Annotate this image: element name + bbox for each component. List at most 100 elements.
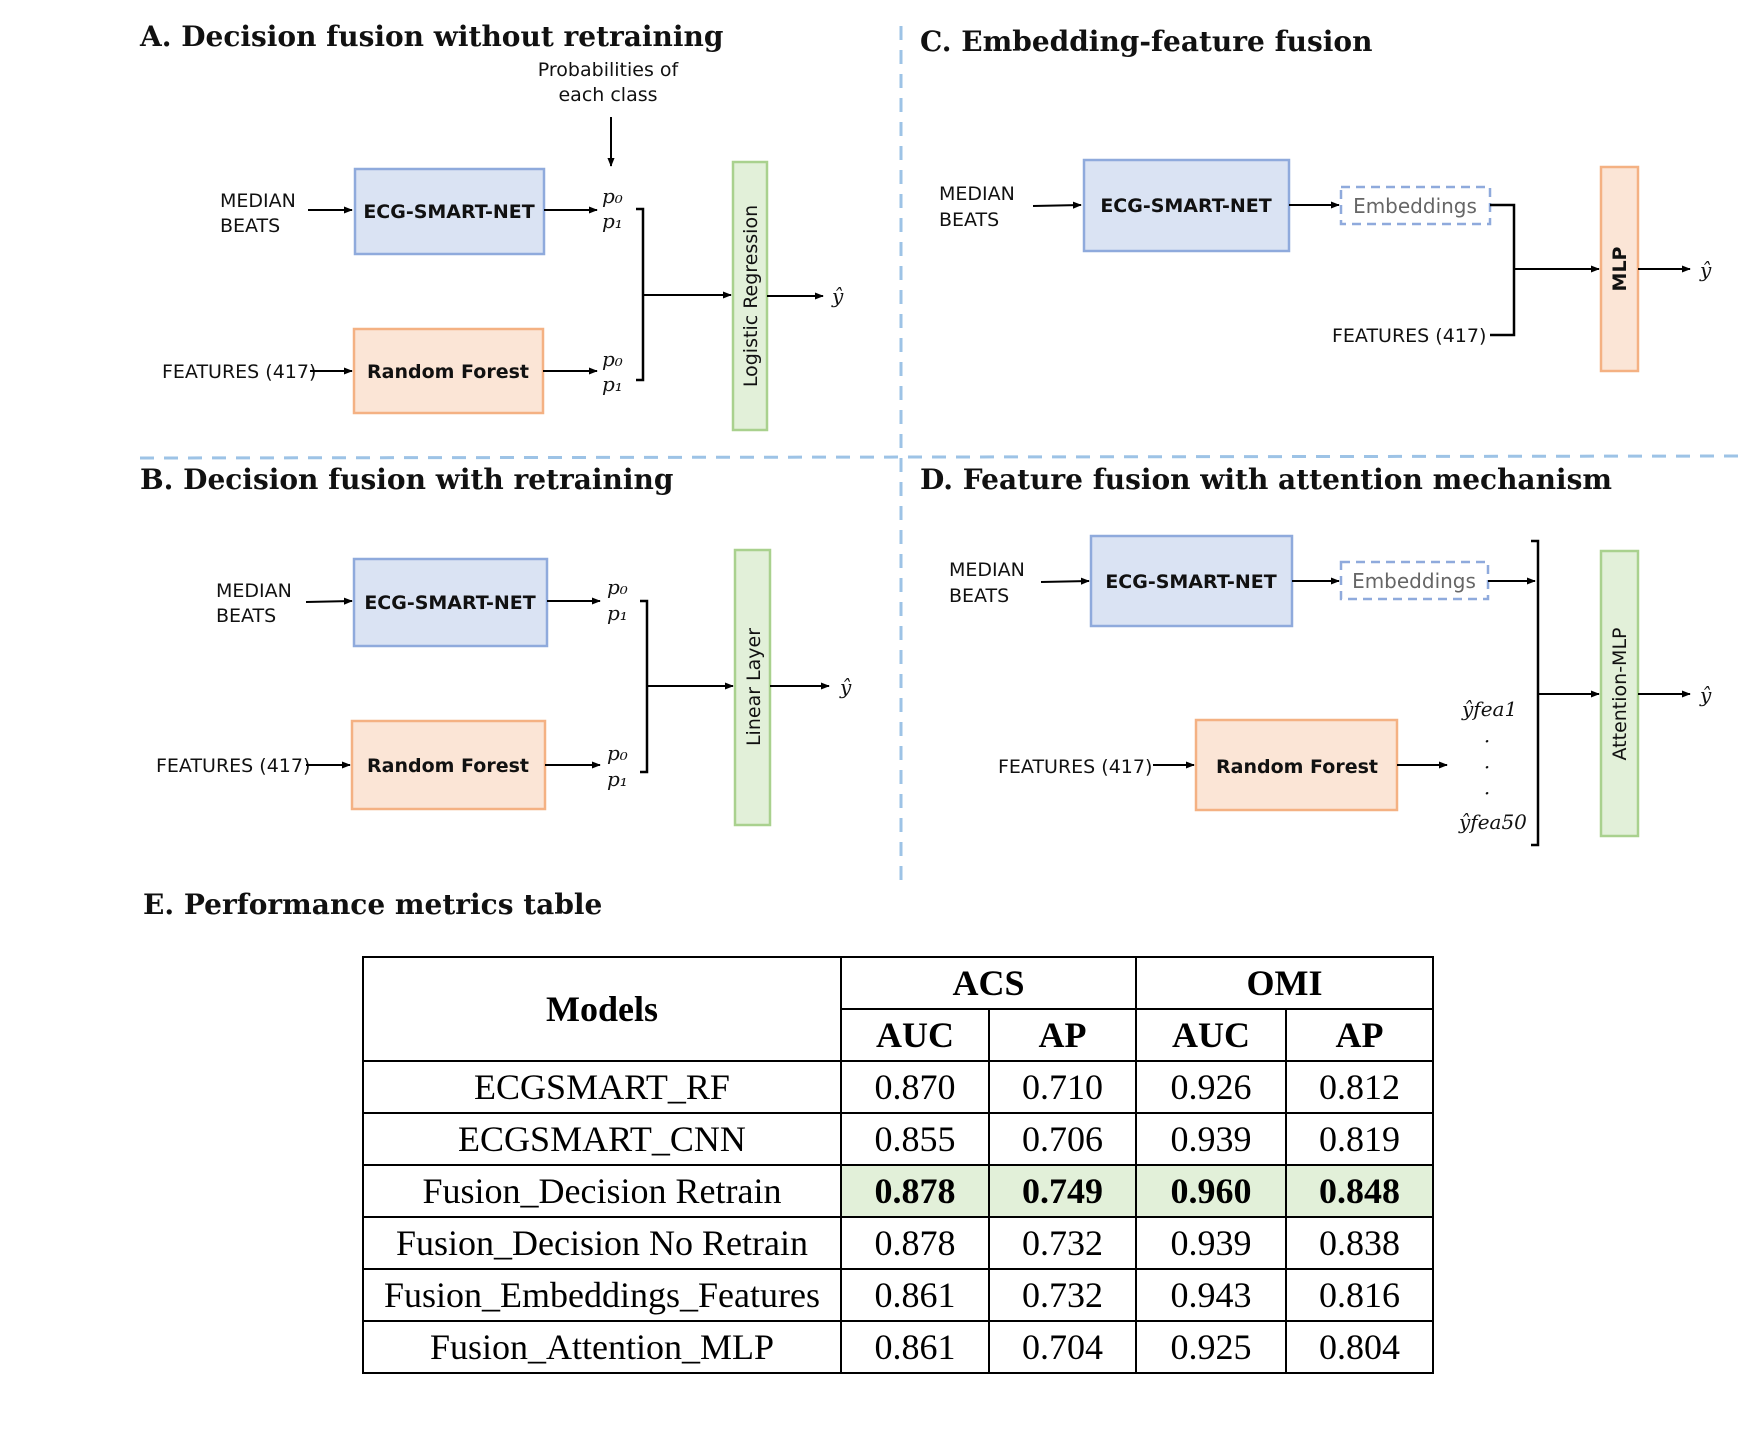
- table-cell-model: Fusion_Decision No Retrain: [362, 1216, 842, 1270]
- panel-c-arrow-beats: [1032, 201, 1082, 209]
- panel-a-input-features: FEATURES (417): [162, 361, 316, 383]
- panel-a-input-median-beats-line1: MEDIAN: [220, 190, 296, 212]
- panel-d-random-forest-label: Random Forest: [1216, 756, 1378, 778]
- panel-b-linear-layer-label: Linear Layer: [743, 628, 765, 746]
- panel-c-input-median-beats-line1: MEDIAN: [939, 183, 1015, 205]
- panel-d-random-forest-box: [1194, 718, 1399, 812]
- panel-b-title: B. Decision fusion with retraining: [140, 463, 673, 496]
- table-cell-value: 0.855: [840, 1112, 990, 1166]
- panel-a-logistic-regression-label: Logistic Regression: [740, 205, 762, 387]
- panel-a-p1-top: p₁: [602, 209, 623, 233]
- table-cell-value: 0.732: [988, 1216, 1137, 1270]
- panel-a-title: A. Decision fusion without retraining: [139, 20, 723, 53]
- panel-a-logistic-regression-box: [731, 160, 769, 432]
- panel-c-ecg-smart-net-box: [1082, 158, 1291, 253]
- panel-a-ecg-smart-net-box: [353, 167, 546, 256]
- panel-a-annotation-line2: each class: [558, 84, 657, 106]
- panel-a-p1-bottom: p₁: [602, 372, 623, 396]
- table-cell-model: Fusion_Attention_MLP: [362, 1320, 842, 1374]
- panel-c-input-features: FEATURES (417): [1332, 325, 1486, 347]
- panel-d-arrow-beats: [1040, 577, 1090, 585]
- panel-b-output: ŷ: [839, 675, 852, 699]
- panel-d-yfea1: ŷfea1: [1461, 697, 1517, 721]
- horizontal-divider: [139, 454, 1741, 460]
- table-header-omi-auc: AUC: [1135, 1008, 1287, 1062]
- panel-d-input-median-beats-line1: MEDIAN: [949, 559, 1025, 581]
- table-cell-value: 0.838: [1285, 1216, 1434, 1270]
- panel-a-input-median-beats-line2: BEATS: [220, 215, 280, 237]
- panel-a-random-forest-label: Random Forest: [367, 361, 529, 383]
- panel-d-embeddings-label: Embeddings: [1352, 569, 1476, 593]
- table-header-group-acs: ACS: [840, 956, 1137, 1010]
- panel-c-output: ŷ: [1699, 258, 1712, 282]
- table-cell-value: 0.804: [1285, 1320, 1434, 1374]
- panel-a-annotation-line1: Probabilities of: [538, 59, 680, 81]
- table-header-group-omi: OMI: [1135, 956, 1434, 1010]
- table-cell-value: 0.819: [1285, 1112, 1434, 1166]
- panel-b-input-features: FEATURES (417): [156, 755, 310, 777]
- panel-a-output: ŷ: [831, 284, 844, 308]
- table-cell-value: 0.878: [840, 1216, 990, 1270]
- panel-d-attention-mlp-label: Attention-MLP: [1609, 628, 1631, 761]
- table-header-omi-ap: AP: [1285, 1008, 1434, 1062]
- panel-a-p0-bottom: p₀: [602, 347, 623, 371]
- panel-a-ecg-smart-net-label: ECG-SMART-NET: [363, 201, 534, 223]
- table-cell-value: 0.878: [840, 1164, 990, 1218]
- panel-b-arrow-beats: [305, 597, 353, 605]
- panel-b-linear-layer-box: [733, 548, 772, 827]
- table-cell-value: 0.812: [1285, 1060, 1434, 1114]
- table-cell-value: 0.848: [1285, 1164, 1434, 1218]
- table-cell-value: 0.943: [1135, 1268, 1287, 1322]
- table-cell-value: 0.926: [1135, 1060, 1287, 1114]
- panel-c-ecg-smart-net-label: ECG-SMART-NET: [1100, 195, 1271, 217]
- table-cell-value: 0.861: [840, 1268, 990, 1322]
- panel-a: A. Decision fusion without retraining Pr…: [139, 20, 844, 432]
- table-cell-value: 0.704: [988, 1320, 1137, 1374]
- table-cell-value: 0.710: [988, 1060, 1137, 1114]
- table-cell-model: Fusion_Decision Retrain: [362, 1164, 842, 1218]
- panel-e-title: E. Performance metrics table: [143, 888, 602, 921]
- table-cell-model: ECGSMART_CNN: [362, 1112, 842, 1166]
- panel-b-p1-bottom: p₁: [607, 767, 628, 791]
- panel-d-ecg-smart-net-box: [1089, 534, 1294, 628]
- panel-c-input-median-beats-line2: BEATS: [939, 209, 999, 231]
- table-cell-value: 0.861: [840, 1320, 990, 1374]
- panel-d-output: ŷ: [1699, 683, 1712, 707]
- panel-b-input-median-beats-line2: BEATS: [216, 605, 276, 627]
- panel-d-vertical-ellipsis: ·: [1484, 729, 1490, 753]
- table-header-acs-ap: AP: [988, 1008, 1137, 1062]
- table-cell-value: 0.816: [1285, 1268, 1434, 1322]
- panel-b-bracket: [640, 599, 649, 774]
- table-cell-value: 0.732: [988, 1268, 1137, 1322]
- panel-d-attention-mlp-box: [1599, 549, 1640, 838]
- panel-b-p1-top: p₁: [607, 601, 628, 625]
- panel-d-bracket: [1531, 539, 1540, 847]
- panel-c-bracket: [1490, 203, 1516, 337]
- panel-d-ecg-smart-net-label: ECG-SMART-NET: [1105, 571, 1276, 593]
- panel-b-ecg-smart-net-label: ECG-SMART-NET: [364, 592, 535, 614]
- table-cell-model: Fusion_Embeddings_Features: [362, 1268, 842, 1322]
- panel-b-ecg-smart-net-box: [352, 557, 549, 648]
- panel-d-vertical-ellipsis: ·: [1484, 755, 1490, 779]
- table-cell-value: 0.939: [1135, 1216, 1287, 1270]
- panel-d-title: D. Feature fusion with attention mechani…: [920, 463, 1612, 496]
- panel-a-p0-top: p₀: [602, 184, 623, 208]
- panel-b-p0-bottom: p₀: [607, 741, 628, 765]
- panel-c-embeddings-label: Embeddings: [1353, 194, 1477, 218]
- panel-d-yfea50: ŷfea50: [1458, 810, 1527, 834]
- panel-b-random-forest-box: [350, 719, 547, 811]
- panel-d-input-features: FEATURES (417): [998, 756, 1152, 778]
- panel-b-input-median-beats-line1: MEDIAN: [216, 580, 292, 602]
- table-cell-value: 0.749: [988, 1164, 1137, 1218]
- table-cell-value: 0.960: [1135, 1164, 1287, 1218]
- table-header-models: Models: [362, 956, 842, 1062]
- panel-d-input-median-beats-line2: BEATS: [949, 585, 1009, 607]
- panel-c-title: C. Embedding-feature fusion: [920, 25, 1372, 58]
- panel-b-random-forest-label: Random Forest: [367, 755, 529, 777]
